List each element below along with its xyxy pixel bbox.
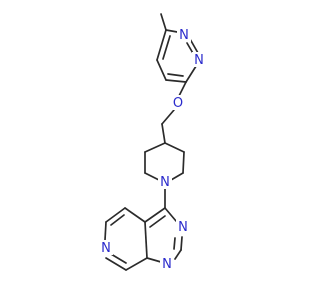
atom-n4-bg <box>160 256 174 271</box>
bond-pyd-5 <box>125 257 148 271</box>
bond-bic-1 <box>164 207 177 222</box>
atom-n3-label: N <box>178 220 188 235</box>
bond-pyr-5 <box>156 59 167 81</box>
bond-pyr-4 <box>165 79 187 83</box>
atom-o-bg <box>171 95 185 110</box>
bond-bic-2b <box>173 237 176 250</box>
bond-pip-1 <box>164 142 185 153</box>
atom-n4-label: N <box>162 257 172 272</box>
bond-pyr-6 <box>156 29 167 61</box>
bond-pyd-2b <box>110 214 125 226</box>
bond-bic-3 <box>174 249 182 260</box>
bond-pyd-4b <box>110 253 127 264</box>
bond-pyd-1 <box>124 207 146 223</box>
atom-npip-bg <box>158 174 172 189</box>
structure-svg: N N O N N N N <box>99 13 206 272</box>
bond-bic-2 <box>180 236 183 251</box>
atom-n1-bg <box>177 27 191 42</box>
bond-bic-5 <box>144 221 148 259</box>
atom-o-label: O <box>173 96 183 111</box>
bond-pip-4 <box>144 172 160 181</box>
bond-ring-o <box>178 81 187 97</box>
bond-pyr-4b <box>167 73 184 77</box>
bond-pyr-2 <box>189 38 199 54</box>
atom-n1-label: N <box>179 28 189 43</box>
bond-pyd-4 <box>105 257 127 271</box>
atom-n5-label: N <box>101 241 111 256</box>
bond-methyl <box>160 13 167 31</box>
bond-bic-6 <box>144 207 166 223</box>
bond-bic-4 <box>146 257 162 263</box>
bond-pip-2 <box>182 151 185 174</box>
bond-bic-6b <box>149 215 166 228</box>
atom-n5-bg <box>99 240 113 255</box>
atom-n3-bg <box>176 219 190 234</box>
bond-pip-3 <box>170 172 184 181</box>
bond-o-ch2 <box>161 109 175 125</box>
bond-pyd-2 <box>105 207 126 223</box>
bond-ch2-pip <box>161 123 166 144</box>
bond-pyr-6b <box>162 35 171 60</box>
molecule-structure-diagram: N N O N N N N <box>99 13 206 272</box>
bond-pip-6 <box>144 142 166 153</box>
atom-npip-label: N <box>160 175 170 190</box>
bond-pyd-3 <box>104 221 107 241</box>
atom-n2-label: N <box>194 53 204 68</box>
atom-n2-bg <box>192 52 206 67</box>
